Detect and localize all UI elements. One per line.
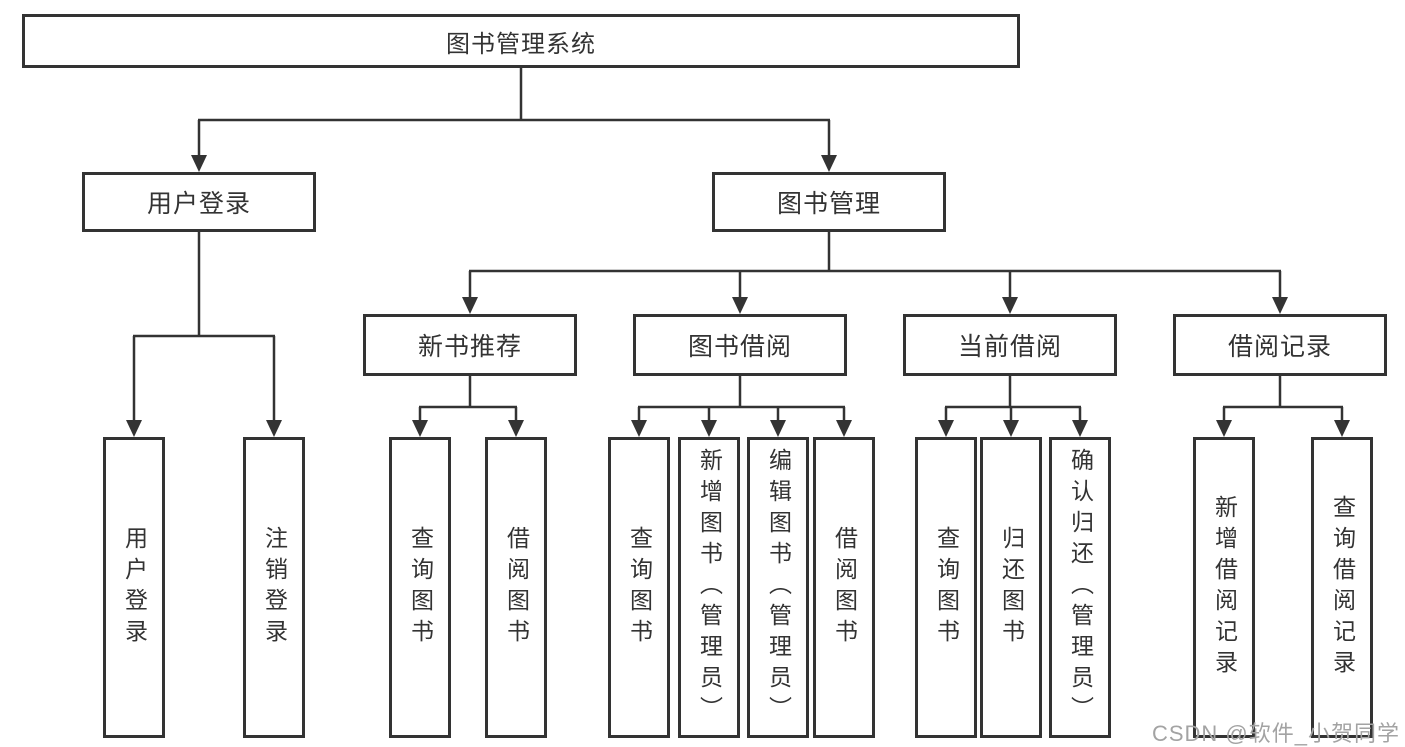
leaf-query-books-current-label: 查询图书 <box>933 525 960 650</box>
leaf-query-borrow-record-label: 查询借阅记录 <box>1329 494 1356 681</box>
node-new-book-recommend-label: 新书推荐 <box>417 333 522 361</box>
node-current-borrow: 当前借阅 <box>903 314 1117 376</box>
leaf-return-books: 归还图书 <box>980 437 1042 738</box>
leaf-query-books-current: 查询图书 <box>915 437 977 738</box>
node-borrow-records-label: 借阅记录 <box>1227 333 1332 361</box>
node-borrow-records: 借阅记录 <box>1173 314 1387 376</box>
node-book-borrow-label: 图书借阅 <box>687 333 792 361</box>
leaf-logout: 注销登录 <box>243 437 305 738</box>
leaf-return-books-label: 归还图书 <box>998 525 1025 650</box>
node-root-label: 图书管理系统 <box>446 30 596 58</box>
node-book-management: 图书管理 <box>712 172 946 232</box>
leaf-add-book-admin: 新增图书（管理员） <box>678 437 740 738</box>
leaf-logout-label: 注销登录 <box>261 525 288 650</box>
node-root: 图书管理系统 <box>22 14 1020 68</box>
leaf-query-books-recommend: 查询图书 <box>389 437 451 738</box>
node-current-borrow-label: 当前借阅 <box>957 333 1062 361</box>
csdn-watermark: CSDN @软件_小贺同学 <box>1151 721 1400 746</box>
leaf-user-login: 用户登录 <box>103 437 165 738</box>
leaf-query-borrow-record: 查询借阅记录 <box>1311 437 1373 738</box>
node-new-book-recommend: 新书推荐 <box>363 314 577 376</box>
leaf-borrow-books: 借阅图书 <box>813 437 875 738</box>
leaf-add-borrow-record: 新增借阅记录 <box>1193 437 1255 738</box>
node-user-login-label: 用户登录 <box>146 190 251 218</box>
leaf-edit-book-admin: 编辑图书（管理员） <box>747 437 809 738</box>
leaf-query-books-borrow-label: 查询图书 <box>626 525 653 650</box>
leaf-borrow-books-label: 借阅图书 <box>831 525 858 650</box>
leaf-add-book-admin-label: 新增图书（管理员） <box>696 448 723 727</box>
leaf-confirm-return-admin: 确认归还（管理员） <box>1049 437 1111 738</box>
leaf-query-books-borrow: 查询图书 <box>608 437 670 738</box>
leaf-query-books-recommend-label: 查询图书 <box>407 525 434 650</box>
leaf-add-borrow-record-label: 新增借阅记录 <box>1211 494 1238 681</box>
leaf-edit-book-admin-label: 编辑图书（管理员） <box>765 448 792 727</box>
node-book-borrow: 图书借阅 <box>633 314 847 376</box>
node-user-login: 用户登录 <box>82 172 316 232</box>
leaf-user-login-label: 用户登录 <box>121 525 148 650</box>
leaf-borrow-books-recommend-label: 借阅图书 <box>503 525 530 650</box>
node-book-management-label: 图书管理 <box>776 190 881 218</box>
leaf-confirm-return-admin-label: 确认归还（管理员） <box>1067 448 1094 727</box>
leaf-borrow-books-recommend: 借阅图书 <box>485 437 547 738</box>
